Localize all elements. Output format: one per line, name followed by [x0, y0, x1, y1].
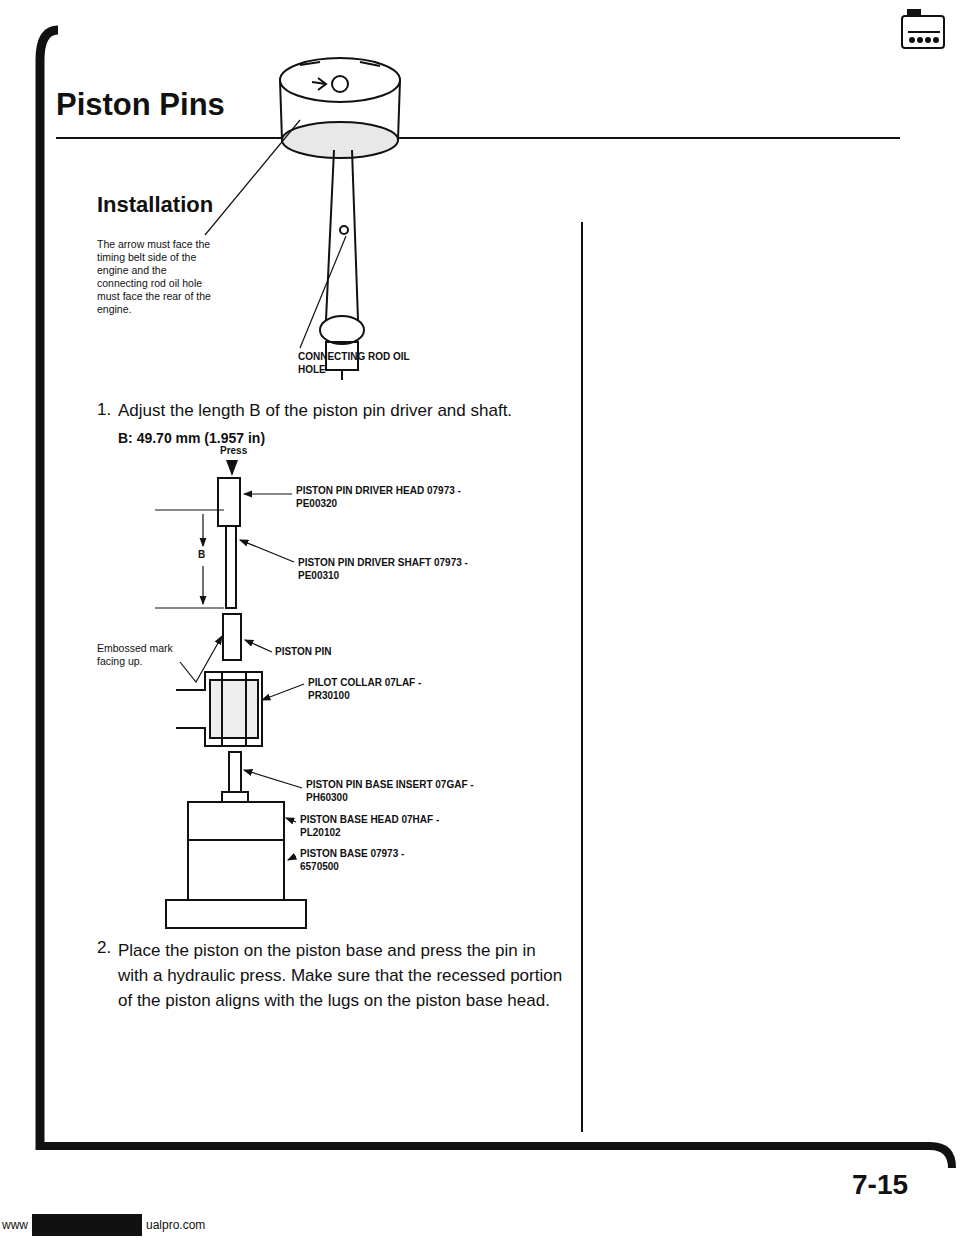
step-text: Adjust the length B of the piston pin dr… — [118, 400, 578, 422]
press-label: Press — [220, 445, 247, 457]
dimension-label: B — [198, 549, 205, 561]
step-number: 2. — [97, 938, 111, 958]
part-label: PISTON PIN — [275, 646, 332, 658]
section-heading: Installation — [97, 192, 213, 218]
step-number: 1. — [97, 400, 111, 420]
part-label: CONNECTING ROD OIL HOLE — [298, 350, 413, 376]
step-text: Place the piston on the piston base and … — [118, 938, 570, 1013]
part-label: PISTON PIN DRIVER HEAD 07973 - PE00320 — [296, 484, 466, 510]
page-number: 7-15 — [852, 1168, 908, 1202]
part-label: PISTON BASE HEAD 07HAF - PL20102 — [300, 813, 450, 839]
figure-note: The arrow must face the timing belt side… — [97, 238, 215, 316]
part-label: PISTON BASE 07973 - 6570500 — [300, 847, 430, 873]
dimension-value: B: 49.70 mm (1.957 in) — [118, 430, 265, 447]
part-label: PISTON PIN DRIVER SHAFT 07973 - PE00310 — [298, 556, 468, 582]
page-title: Piston Pins — [56, 86, 225, 123]
watermark: ualpro.com — [146, 1218, 205, 1232]
figure-note: Embossed mark facing up. — [97, 642, 189, 668]
part-label: PILOT COLLAR 07LAF - PR30100 — [308, 676, 433, 702]
watermark: www — [2, 1218, 28, 1232]
part-label: PISTON PIN BASE INSERT 07GAF - PH60300 — [306, 778, 476, 804]
